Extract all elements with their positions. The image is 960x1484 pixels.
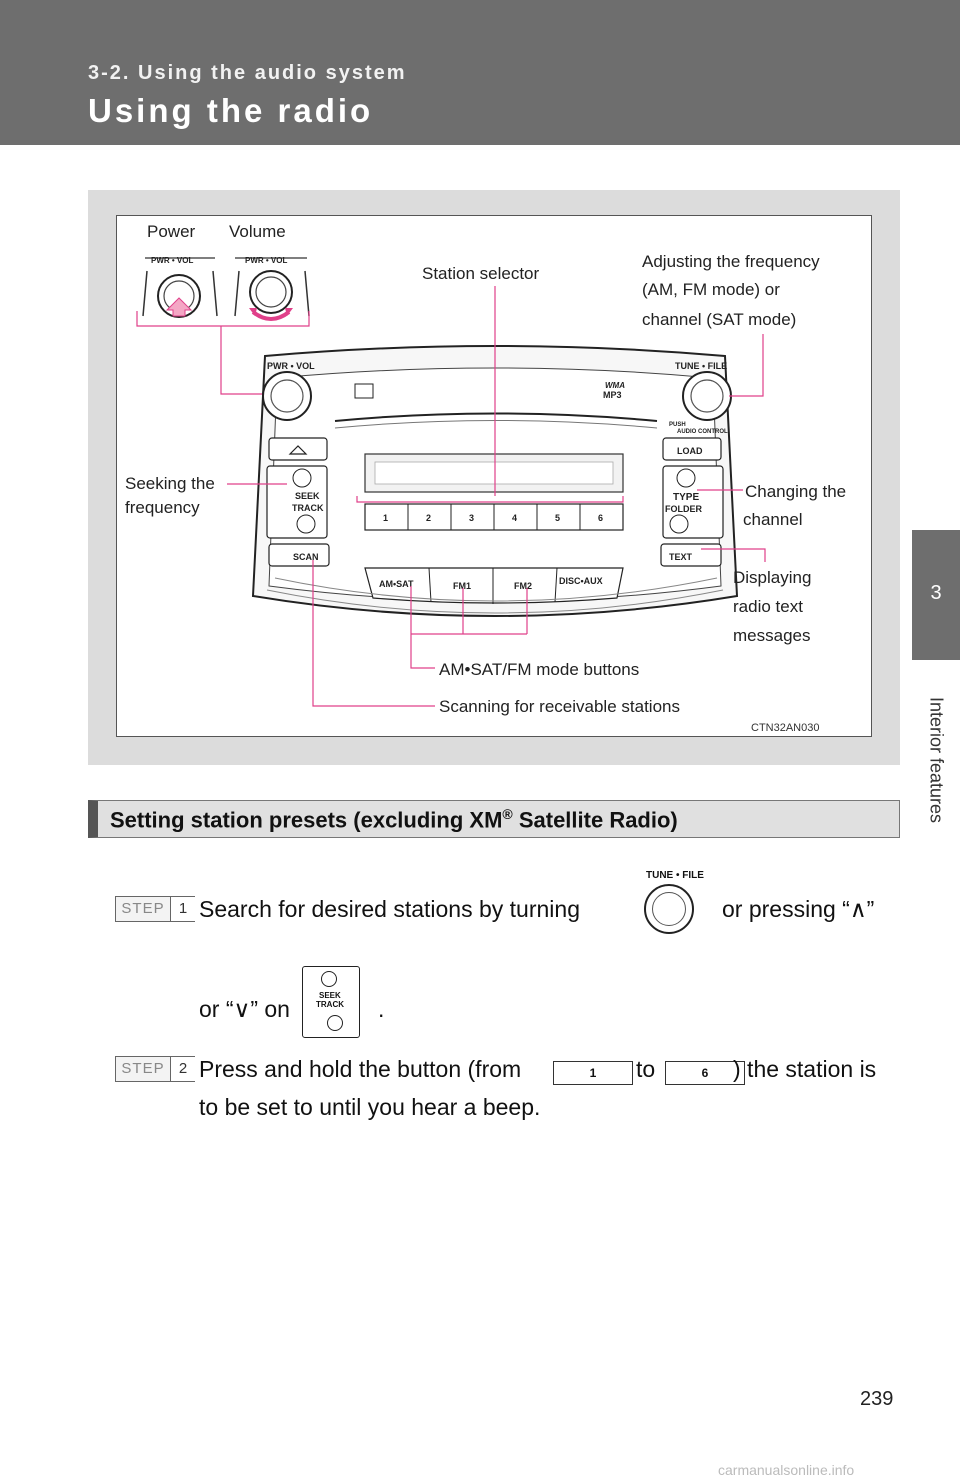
panel-wma: WMA [605, 381, 625, 390]
step-2-badge: STEP 2 [115, 1056, 195, 1082]
panel-am-sat: AM•SAT [379, 579, 414, 589]
panel-audio-control: AUDIO CONTROL [677, 429, 728, 435]
mode-buttons-row [364, 567, 624, 604]
panel-track: TRACK [292, 503, 324, 513]
chapter-label-wrap: Interior features [912, 660, 960, 860]
preset-key-1: 1 [553, 1061, 633, 1085]
label-station-selector: Station selector [422, 264, 540, 283]
preset-1: 1 [383, 513, 388, 523]
inset-pwr-vol-2: PWR • VOL [245, 256, 287, 265]
panel-fm2: FM2 [514, 581, 532, 591]
label-changing-1: Changing the [745, 482, 847, 501]
chapter-label: Interior features [926, 696, 947, 824]
step2-text-c: to be set to until you hear a beep. [199, 1094, 541, 1120]
label-power: Power [147, 222, 196, 241]
label-displaying-3: messages [733, 626, 811, 645]
panel-type: TYPE [673, 492, 699, 503]
panel-tune-file: TUNE • FILE [675, 361, 727, 371]
step-1-badge: STEP 1 [115, 896, 195, 922]
section-heading: Setting station presets (excluding XM® S… [88, 800, 900, 838]
preset-6: 6 [598, 513, 603, 523]
step2-text-a: Press and hold the button (from [199, 1056, 522, 1082]
label-adjust-3: channel (SAT mode) [642, 310, 797, 329]
step1-text-a: Search for desired stations by turning [199, 896, 580, 922]
label-changing-2: channel [743, 510, 803, 529]
panel-pwr-vol: PWR • VOL [267, 361, 315, 371]
inset-pwr-vol-1: PWR • VOL [151, 256, 193, 265]
step2-text-b: ) the station is [733, 1056, 877, 1082]
callout-lines [227, 286, 766, 707]
radio-figure: PWR • VOL PWR • VOL [116, 215, 872, 737]
section-title: 3-2. Using the audio system [88, 62, 407, 84]
section-heading-text: Setting station presets (excluding XM® S… [110, 806, 678, 833]
label-seeking-1: Seeking the [125, 474, 215, 493]
label-adjust-2: (AM, FM mode) or [642, 280, 780, 299]
panel-folder: FOLDER [665, 504, 702, 514]
preset-5: 5 [555, 513, 560, 523]
preset-4: 4 [512, 513, 517, 523]
page-title: Using the radio [88, 92, 374, 129]
step2-to: to [636, 1056, 656, 1082]
radio-panel-illustration: PWR • VOL PWR • VOL [136, 256, 766, 707]
label-volume: Volume [229, 222, 286, 241]
panel-text: TEXT [669, 552, 693, 562]
preset-3: 3 [469, 513, 474, 523]
panel-push: PUSH [669, 422, 686, 428]
label-adjust-1: Adjusting the frequency [642, 252, 820, 271]
panel-fm1: FM1 [453, 581, 471, 591]
panel-scan: SCAN [293, 552, 319, 562]
power-knob-inset [142, 257, 218, 318]
panel-disc-aux: DISC•AUX [559, 576, 603, 586]
volume-knob-inset [234, 257, 310, 321]
label-scanning: Scanning for receivable stations [439, 697, 680, 716]
figure-code: CTN32AN030 [751, 722, 820, 734]
label-displaying-1: Displaying [733, 568, 812, 587]
panel-seek: SEEK [295, 491, 320, 501]
label-displaying-2: radio text [733, 597, 803, 616]
chapter-number: 3 [930, 582, 942, 604]
page-header: 3-2. Using the audio system Using the ra… [0, 0, 960, 145]
preset-2: 2 [426, 513, 431, 523]
preset-buttons-row [364, 503, 624, 531]
tune-file-knob-icon: TUNE • FILE [636, 870, 712, 934]
label-mode-buttons: AM•SAT/FM mode buttons [439, 660, 640, 679]
label-seeking-2: frequency [125, 498, 200, 517]
watermark: carmanualsonline.info [718, 1462, 855, 1478]
panel-mp3: MP3 [603, 390, 622, 400]
panel-load: LOAD [677, 446, 703, 456]
chapter-tab: 3 [912, 530, 960, 660]
step1-text-d: . [378, 996, 385, 1022]
seek-track-button-icon: SEEK TRACK [302, 966, 360, 1038]
preset-key-6: 6 [665, 1061, 745, 1085]
step1-text-c: or “∨” on [199, 996, 290, 1022]
page-number: 239 [860, 1388, 894, 1410]
step1-text-b: or pressing “∧” [722, 896, 875, 922]
